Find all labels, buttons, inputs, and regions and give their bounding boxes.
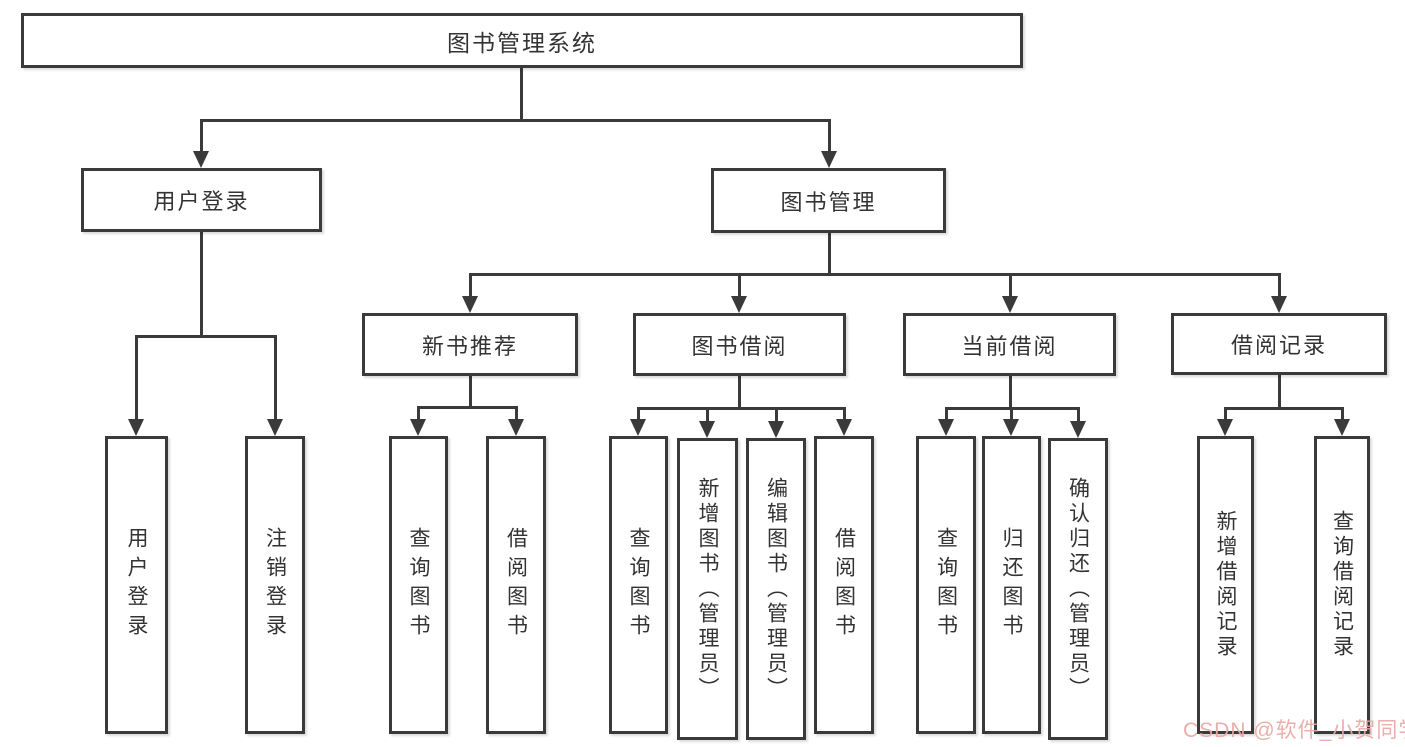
- leaf-confirm-return-admin: 确认归还（管理员）: [1048, 438, 1108, 740]
- leaf-borrow-books-label: 借阅图书: [832, 527, 856, 643]
- connector-borrow-drop-3: [775, 407, 778, 423]
- node-borrow-records-label: 借阅记录: [1230, 333, 1327, 358]
- arrowhead-confirm-return-admin: [1070, 421, 1086, 438]
- node-book-management-label: 图书管理: [780, 189, 877, 215]
- connector-records-stem: [1278, 375, 1281, 410]
- connector-userlogin-stem: [200, 232, 203, 338]
- connector-bookmgmt-stem: [828, 233, 831, 276]
- connector-recommend-drop-2: [515, 406, 518, 422]
- leaf-return-book: 归还图书: [982, 436, 1041, 734]
- leaf-query-books-recommend: 查询图书: [389, 436, 448, 734]
- node-book-management: 图书管理: [711, 168, 946, 233]
- node-root-label: 图书管理系统: [447, 29, 597, 56]
- leaf-add-book-admin: 新增图书（管理员）: [677, 438, 738, 740]
- arrowhead-edit-book-admin: [768, 421, 784, 438]
- connector-recommend-hbar: [417, 406, 518, 409]
- arrowhead-new-book-recommend: [462, 296, 478, 313]
- node-new-book-recommend-label: 新书推荐: [421, 333, 518, 359]
- leaf-user-login-label: 用户登录: [125, 527, 149, 643]
- leaf-add-book-admin-label: 新增图书（管理员）: [696, 476, 720, 702]
- connector-userlogin-hbar: [135, 335, 277, 338]
- node-root-system: 图书管理系统: [21, 13, 1023, 68]
- node-book-borrow-label: 图书借阅: [691, 333, 788, 359]
- leaf-borrow-books: 借阅图书: [814, 436, 874, 734]
- node-new-book-recommend: 新书推荐: [362, 313, 578, 376]
- connector-bookmgmt-hbar: [469, 273, 1281, 276]
- connector-root-stem: [520, 68, 523, 122]
- connector-recommend-drop-1: [417, 406, 420, 422]
- node-borrow-records: 借阅记录: [1171, 313, 1387, 375]
- connector-current-drop-2: [1010, 407, 1013, 421]
- connector-bookmgmt-drop-4: [1278, 273, 1281, 299]
- arrowhead-book-borrow: [731, 296, 747, 313]
- connector-records-drop-2: [1341, 407, 1344, 421]
- connector-records-drop-1: [1224, 407, 1227, 421]
- csdn-watermark: CSDN @软件_小贺同学: [1183, 719, 1405, 742]
- arrowhead-borrow-books: [836, 419, 852, 436]
- connector-borrow-drop-4: [843, 407, 846, 421]
- leaf-add-borrow-record-label: 新增借阅记录: [1214, 510, 1238, 660]
- arrowhead-leaf-logout: [267, 419, 283, 436]
- leaf-query-books-recommend-label: 查询图书: [407, 527, 431, 643]
- arrowhead-borrow-books-recommend: [508, 419, 524, 436]
- connector-current-drop-3: [1077, 407, 1080, 423]
- leaf-query-books-borrow: 查询图书: [609, 436, 668, 734]
- connector-bookmgmt-drop-3: [1009, 273, 1012, 299]
- leaf-logout-label: 注销登录: [263, 527, 287, 643]
- leaf-add-borrow-record: 新增借阅记录: [1197, 436, 1254, 734]
- arrowhead-query-borrow-record: [1334, 419, 1350, 436]
- arrowhead-query-books-current: [938, 419, 954, 436]
- connector-records-hbar: [1224, 407, 1344, 410]
- arrowhead-query-books-recommend: [410, 419, 426, 436]
- connector-borrow-stem: [738, 376, 741, 410]
- leaf-edit-book-admin-label: 编辑图书（管理员）: [764, 476, 788, 702]
- leaf-query-borrow-record-label: 查询借阅记录: [1330, 510, 1354, 660]
- connector-borrow-hbar: [637, 407, 846, 410]
- leaf-query-books-borrow-label: 查询图书: [627, 527, 651, 643]
- leaf-query-books-current: 查询图书: [916, 436, 976, 734]
- leaf-return-book-label: 归还图书: [1000, 527, 1024, 643]
- connector-userlogin-drop-2: [274, 335, 277, 422]
- arrowhead-add-book-admin: [699, 421, 715, 438]
- arrowhead-leaf-user-login: [128, 419, 144, 436]
- node-user-login: 用户登录: [81, 168, 322, 232]
- leaf-edit-book-admin: 编辑图书（管理员）: [746, 438, 806, 740]
- arrowhead-add-borrow-record: [1217, 419, 1233, 436]
- connector-current-stem: [1009, 376, 1012, 410]
- arrowhead-user-login: [193, 151, 209, 168]
- leaf-borrow-books-recommend: 借阅图书: [486, 436, 546, 734]
- node-book-borrow: 图书借阅: [633, 313, 846, 376]
- leaf-query-borrow-record: 查询借阅记录: [1314, 436, 1370, 734]
- connector-bookmgmt-drop-2: [738, 273, 741, 299]
- leaf-logout: 注销登录: [245, 436, 305, 734]
- connector-current-drop-1: [945, 407, 948, 421]
- arrowhead-book-management: [821, 151, 837, 168]
- arrowhead-current-borrow: [1002, 296, 1018, 313]
- leaf-query-books-current-label: 查询图书: [934, 527, 958, 643]
- leaf-confirm-return-admin-label: 确认归还（管理员）: [1066, 476, 1090, 702]
- node-user-login-label: 用户登录: [153, 189, 250, 214]
- node-current-borrow-label: 当前借阅: [961, 333, 1058, 359]
- connector-root-hbar: [200, 119, 831, 122]
- arrowhead-query-books-borrow: [630, 419, 646, 436]
- connector-recommend-stem: [469, 376, 472, 409]
- leaf-borrow-books-recommend-label: 借阅图书: [504, 527, 528, 643]
- arrowhead-return-book: [1003, 419, 1019, 436]
- node-current-borrow: 当前借阅: [903, 313, 1116, 376]
- leaf-user-login: 用户登录: [105, 436, 168, 734]
- connector-borrow-drop-2: [706, 407, 709, 423]
- connector-userlogin-drop-1: [135, 335, 138, 422]
- connector-bookmgmt-drop-1: [469, 273, 472, 299]
- connector-root-drop-left: [200, 119, 203, 153]
- connector-root-drop-right: [828, 119, 831, 153]
- arrowhead-borrow-records: [1271, 296, 1287, 313]
- connector-borrow-drop-1: [637, 407, 640, 421]
